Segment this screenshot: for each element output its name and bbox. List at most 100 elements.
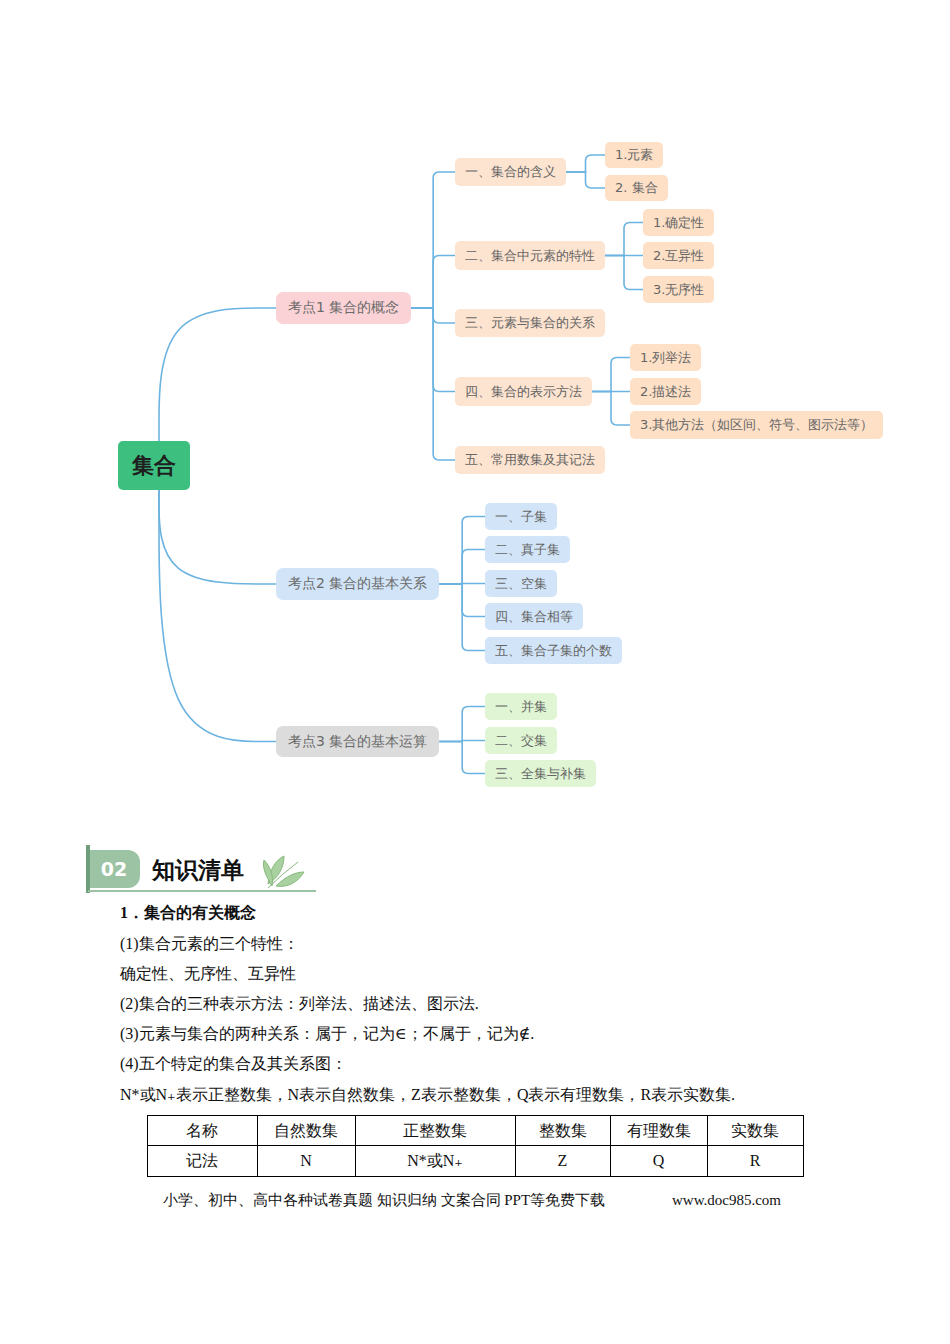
text-line: 02 [88, 850, 140, 888]
topic-box: 1.列举法 [630, 344, 701, 371]
topic-text: 3.其他方法（如区间、符号、图示法等） [640, 416, 873, 434]
heading-underline [88, 890, 316, 892]
table-cell: 记法 [147, 1146, 257, 1177]
branch-line [439, 707, 485, 742]
topic-box: 2.描述法 [630, 378, 701, 405]
branch-line [605, 223, 643, 256]
table-border [148, 1116, 804, 1177]
table-cell: N [257, 1146, 355, 1177]
topic-text: 二、集合中元素的特性 [465, 247, 595, 265]
leaf-icon [263, 856, 304, 888]
topic-box: 2.互异性 [643, 242, 714, 269]
topic-text: 1.元素 [615, 146, 653, 164]
table-cell: 有理数集 [610, 1115, 707, 1146]
text-line: (2)集合的三种表示方法：列举法、描述法、图示法. [120, 994, 479, 1013]
topic-text: 一、子集 [495, 508, 547, 526]
text-line: (3)元素与集合的两种关系：属于，记为∈；不属于，记为∉. [120, 1024, 534, 1043]
topic-text: 1.列举法 [640, 349, 691, 367]
text-line: www.doc985.com [672, 1191, 781, 1209]
topic-box: 考点1 集合的概念 [276, 292, 411, 324]
topic-text: 一、并集 [495, 698, 547, 716]
topic-box: 四、集合相等 [485, 603, 583, 630]
text-line: (4)五个特定的集合及其关系图： [120, 1054, 347, 1073]
branch-line [592, 392, 630, 426]
topic-box: 3.无序性 [643, 276, 714, 303]
branch-line [159, 490, 276, 584]
topic-box: 一、集合的含义 [455, 158, 566, 186]
branch-line [605, 256, 643, 290]
leaf-stem [268, 862, 298, 888]
table-rule [707, 1116, 708, 1177]
topic-text: 五、常用数集及其记法 [465, 451, 595, 469]
text-line: N*或N₊表示正整数集，N表示自然数集，Z表示整数集，Q表示有理数集，R表示实数… [120, 1085, 735, 1104]
topic-text: 集合 [132, 451, 176, 481]
root-topic: 集合 [118, 441, 190, 490]
table-cell: 自然数集 [257, 1115, 355, 1146]
topic-box: 二、交集 [485, 727, 557, 754]
branch-line [411, 172, 455, 308]
branch-line [411, 308, 455, 460]
text-line: 小学、初中、高中各种试卷真题 知识归纳 文案合同 PPT等免费下载 [163, 1191, 605, 1209]
leaf [263, 860, 272, 886]
table-cell: 正整数集 [355, 1115, 515, 1146]
table-rule [515, 1116, 516, 1177]
topic-box: 考点2 集合的基本关系 [276, 568, 439, 600]
table-cell: 名称 [147, 1115, 257, 1146]
topic-box: 考点3 集合的基本运算 [276, 726, 439, 757]
branch-line [592, 358, 630, 392]
table-rule [610, 1116, 611, 1177]
heading-bar [86, 845, 90, 893]
topic-text: 考点2 集合的基本关系 [288, 575, 427, 593]
text-line: 知识清单 [152, 857, 244, 885]
topic-box: 二、集合中元素的特性 [455, 241, 605, 270]
topic-text: 三、全集与补集 [495, 765, 586, 783]
table-grid [148, 1116, 804, 1177]
table-cell: Q [610, 1146, 707, 1177]
topic-text: 1.确定性 [653, 214, 704, 232]
branch-line [439, 742, 485, 774]
table-rule [148, 1145, 804, 1146]
topic-text: 考点1 集合的概念 [288, 299, 399, 317]
branch-line [439, 584, 485, 651]
topic-box: 一、子集 [485, 503, 557, 530]
table-rule [355, 1116, 356, 1177]
topic-text: 3.无序性 [653, 281, 704, 299]
topic-text: 2.互异性 [653, 247, 704, 265]
text-line: 1．集合的有关概念 [120, 903, 256, 922]
branch-line [566, 155, 605, 172]
topic-text: 三、元素与集合的关系 [465, 314, 595, 332]
branch-line [159, 308, 276, 441]
topic-text: 三、空集 [495, 575, 547, 593]
topic-box: 三、全集与补集 [485, 760, 596, 787]
topic-box: 一、并集 [485, 693, 557, 720]
topic-text: 2.描述法 [640, 383, 691, 401]
topic-box: 二、真子集 [485, 536, 570, 563]
topic-box: 五、集合子集的个数 [485, 637, 622, 664]
table-cell: R [707, 1146, 803, 1177]
text-line: 确定性、无序性、互异性 [120, 964, 296, 983]
topic-box: 1.确定性 [643, 209, 714, 236]
topic-box: 3.其他方法（如区间、符号、图示法等） [630, 411, 883, 439]
topic-text: 四、集合的表示方法 [465, 383, 582, 401]
text-line: (1)集合元素的三个特性： [120, 934, 299, 953]
topic-box: 三、空集 [485, 570, 557, 597]
topic-text: 二、真子集 [495, 541, 560, 559]
topic-text: 四、集合相等 [495, 608, 573, 626]
table-cell: N*或N₊ [355, 1146, 515, 1177]
topic-box: 1.元素 [605, 142, 663, 168]
topic-box: 五、常用数集及其记法 [455, 446, 605, 474]
topic-text: 二、交集 [495, 732, 547, 750]
table-cell: Z [515, 1146, 610, 1177]
branch-line [159, 490, 276, 742]
table-cell: 实数集 [707, 1115, 803, 1146]
branch-line [411, 256, 455, 309]
table-cell: 整数集 [515, 1115, 610, 1146]
topic-text: 2. 集合 [615, 179, 658, 197]
branch-line [439, 517, 485, 585]
table-rule [257, 1116, 258, 1177]
branch-line [566, 172, 605, 188]
leaf [276, 872, 304, 886]
topic-box: 2. 集合 [605, 175, 668, 201]
